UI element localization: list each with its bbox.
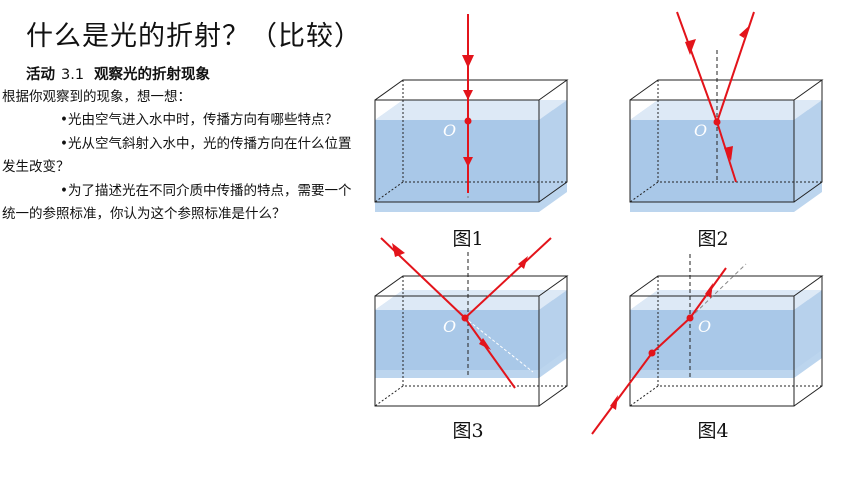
water-front [375,120,539,202]
caption-figure-4: 图4 [697,420,729,442]
point-label: O [443,121,456,140]
activity-heading: 活动 3.1 观察光的折射现象 [26,63,210,84]
water-front [375,310,539,370]
question-1: •光由空气进入水中时，传播方向有哪些特点？ [60,112,338,129]
figure-2: O [629,11,824,212]
arrow-icon [610,395,618,410]
incidence-point [464,117,472,125]
figure-1: O [374,14,569,212]
figure-3: O [374,237,569,407]
caption-figure-3: 图3 [452,420,484,442]
question-2: •光从空气斜射入水中，光的传播方向在什么位置发生改变？ [2,135,352,176]
point-label: O [694,121,707,140]
caption-figure-1: 图1 [452,228,484,250]
water-side [539,290,567,370]
incidence-point [686,314,694,322]
question-3: •为了描述光在不同介质中传播的特点，需要一个统一的参照标准，你认为这个参照标准是… [2,182,352,223]
activity-text: 根据你观察到的现象，想一想： •光由空气进入水中时，传播方向有哪些特点？ •光从… [2,86,352,226]
water-surface [630,290,822,310]
point-label: O [443,317,456,336]
figure-4: O [591,254,824,435]
activity-label: 活动 [26,67,55,83]
activity-number: 3.1 [61,67,85,83]
point-label: O [698,317,711,336]
arrow-icon [462,55,474,68]
incidence-point [713,118,721,126]
arrow-icon [685,39,696,55]
water-surface [375,100,567,120]
water-surface [630,100,822,120]
page-title: 什么是光的折射？（比较） [26,21,362,52]
water-side [539,100,567,202]
water-front [630,310,794,370]
water-side [794,290,822,370]
incidence-point [461,314,469,322]
water-front [630,120,794,202]
activity-name: 观察光的折射现象 [94,67,211,83]
water-surface [375,290,567,310]
caption-figure-2: 图2 [697,228,729,250]
intro-text: 根据你观察到的现象，想一想： [2,89,191,105]
water-side [794,100,822,202]
arrow-icon [392,243,405,257]
